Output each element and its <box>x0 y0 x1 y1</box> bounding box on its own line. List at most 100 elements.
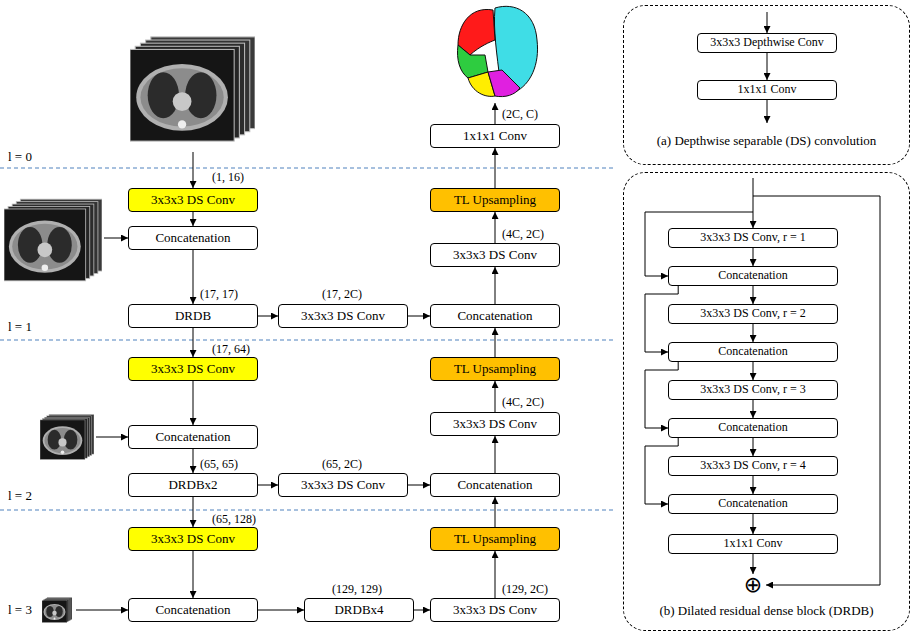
box-label: Concatenation <box>718 269 787 283</box>
dimension-label: l = 2 <box>8 489 32 504</box>
upsampling-box: TL Upsampling <box>430 188 560 212</box>
box-label: Concatenation <box>155 603 230 618</box>
box-label: 3x3x3 DS Conv <box>301 309 385 324</box>
box-label: 3x3x3 DS Conv, r = 4 <box>700 459 805 473</box>
flow-arrow <box>193 497 194 527</box>
flow-arrow <box>193 449 194 473</box>
conv-box: 1x1x1 Conv <box>430 124 560 148</box>
upsampling-box: TL Upsampling <box>430 527 560 551</box>
flow-arrow <box>495 381 496 412</box>
box-label: ⊕ <box>744 572 762 597</box>
flow-arrow <box>753 286 754 304</box>
level-divider <box>0 168 615 510</box>
conv-box: 1x1x1 Conv <box>668 534 838 554</box>
ds-conv-box: 3x3x3 DS Conv <box>430 243 560 267</box>
box-label: 3x3x3 DS Conv <box>453 248 537 263</box>
concat-box: Concatenation <box>430 304 560 328</box>
channel-label: (17, 17) <box>200 287 238 301</box>
flow-arrow <box>495 212 496 243</box>
drdb-box: DRDB <box>128 304 258 328</box>
concat-box: Concatenation <box>128 226 258 250</box>
channel-label: (4C, 2C) <box>502 395 544 409</box>
channel-label: (1, 16) <box>212 170 244 184</box>
flow-arrow <box>408 316 430 317</box>
level-divider <box>0 510 615 511</box>
flow-arrow <box>495 551 496 598</box>
conv-box: 3x3x3 Depthwise Conv <box>697 33 837 53</box>
channel-label: (65, 128) <box>212 512 256 526</box>
flow-arrow <box>753 400 754 418</box>
concat-box: Concatenation <box>128 425 258 449</box>
flow-arrow <box>408 485 430 486</box>
box-label: 3x3x3 DS Conv <box>301 478 385 493</box>
ds-conv-box: 3x3x3 DS Conv <box>128 527 258 551</box>
box-label: DRDB <box>175 309 211 324</box>
ct-input-image <box>40 415 94 460</box>
ds-conv-box: 3x3x3 DS Conv <box>128 357 258 381</box>
ds-conv-box: 3x3x3 DS Conv, r = 4 <box>668 456 838 476</box>
box-label: Concatenation <box>718 345 787 359</box>
box-label: Concatenation <box>155 430 230 445</box>
dimension-label: (1, 16) <box>212 171 244 185</box>
flow-arrow <box>495 328 496 357</box>
output-arrow <box>495 103 496 124</box>
dimension-label: (17, 64) <box>212 343 250 357</box>
flow-arrow <box>258 610 304 611</box>
channel-label: (129, 2C) <box>502 582 548 596</box>
box-label: Concatenation <box>155 231 230 246</box>
ds-conv-box: 3x3x3 DS Conv, r = 3 <box>668 380 838 400</box>
dimension-label: (65, 65) <box>200 458 238 472</box>
dimension-label: l = 3 <box>8 603 32 618</box>
box-label: 1x1x1 Conv <box>723 537 782 551</box>
flow-arrow <box>193 328 194 357</box>
concat-box: Concatenation <box>128 598 258 622</box>
flow-arrow <box>495 497 496 527</box>
dimension-label: (129, 129) <box>332 583 382 597</box>
drdb-box: DRDBx2 <box>128 473 258 497</box>
flow-arrow <box>753 476 754 494</box>
dimension-label: (129, 2C) <box>502 583 548 597</box>
flow-arrow <box>767 53 768 80</box>
ct-input-image <box>42 598 72 623</box>
flow-arrow <box>753 324 754 342</box>
ds-conv-box: 3x3x3 DS Conv <box>278 304 408 328</box>
level-label: l = 2 <box>8 488 32 503</box>
upsampling-box: TL Upsampling <box>430 357 560 381</box>
panel-caption: (b) Dilated residual dense block (DRDB) <box>624 604 909 619</box>
box-label: 3x3x3 DS Conv <box>151 362 235 377</box>
panel-caption: (a) Depthwise separable (DS) convolution <box>624 134 909 149</box>
dimension-label: l = 1 <box>8 320 32 335</box>
lobe-segmentation-image <box>457 6 537 96</box>
concat-box: Concatenation <box>668 418 838 438</box>
flow-arrow <box>753 248 754 266</box>
flow-arrow <box>193 250 194 304</box>
box-label: DRDBx2 <box>168 478 217 493</box>
dimension-label: (4C, 2C) <box>502 396 544 410</box>
box-label: TL Upsampling <box>454 193 536 208</box>
channel-label: (65, 65) <box>200 457 238 471</box>
concat-box: Concatenation <box>430 473 560 497</box>
flow-arrow <box>193 381 194 425</box>
channel-label: (65, 2C) <box>322 457 362 471</box>
box-label: 1x1x1 Conv <box>463 129 527 144</box>
level-label: l = 1 <box>8 319 32 334</box>
box-label: Concatenation <box>457 478 532 493</box>
dimension-label: (17, 2C) <box>322 288 362 302</box>
concat-box: Concatenation <box>668 342 838 362</box>
dimension-label: (65, 2C) <box>322 458 362 472</box>
box-label: Concatenation <box>718 497 787 511</box>
ds-conv-box: 3x3x3 DS Conv <box>278 473 408 497</box>
input-arrow <box>193 152 194 188</box>
input-arrow <box>767 12 768 33</box>
flow-arrow <box>495 436 496 473</box>
box-label: 3x3x3 DS Conv <box>151 193 235 208</box>
box-label: 1x1x1 Conv <box>737 83 796 97</box>
input-arrow <box>76 12 880 610</box>
channel-label: (129, 129) <box>332 582 382 596</box>
flow-arrow <box>753 438 754 456</box>
dimension-label: l = 0 <box>8 150 32 165</box>
lobe-region <box>458 9 495 55</box>
flow-arrow <box>753 554 754 574</box>
level-divider <box>0 340 615 341</box>
flow-arrow <box>258 485 278 486</box>
